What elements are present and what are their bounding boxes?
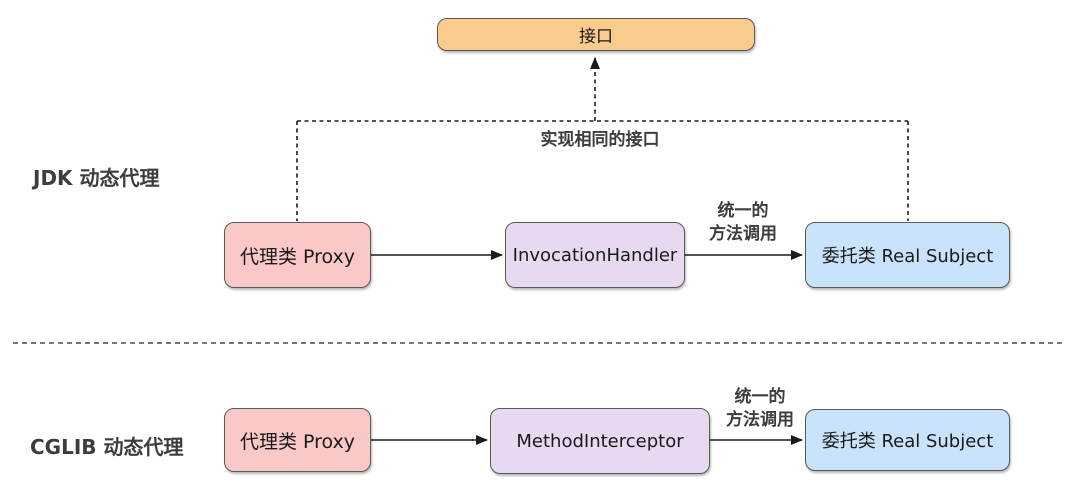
jdk-real-subject-box: 委托类 Real Subject	[805, 222, 1010, 288]
jdk-invocation-handler-box: InvocationHandler	[505, 222, 685, 288]
unified-call-annotation-jdk: 统一的 方法调用	[683, 200, 803, 246]
same-interface-annotation: 实现相同的接口	[540, 130, 660, 150]
interface-box: 接口	[437, 18, 755, 51]
section-label-cglib: CGLIB 动态代理	[30, 435, 184, 459]
unified-call-line1: 统一的	[717, 201, 769, 221]
unified-call-line1: 统一的	[734, 387, 786, 407]
cglib-proxy-box: 代理类 Proxy	[224, 408, 371, 472]
cglib-method-interceptor-box: MethodInterceptor	[490, 408, 710, 474]
section-label-jdk: JDK 动态代理	[33, 166, 160, 190]
jdk-proxy-box: 代理类 Proxy	[224, 222, 371, 288]
cglib-real-subject-box: 委托类 Real Subject	[805, 409, 1010, 471]
unified-call-line2: 方法调用	[709, 224, 777, 244]
unified-call-annotation-cglib: 统一的 方法调用	[700, 386, 820, 432]
unified-call-line2: 方法调用	[726, 410, 794, 430]
